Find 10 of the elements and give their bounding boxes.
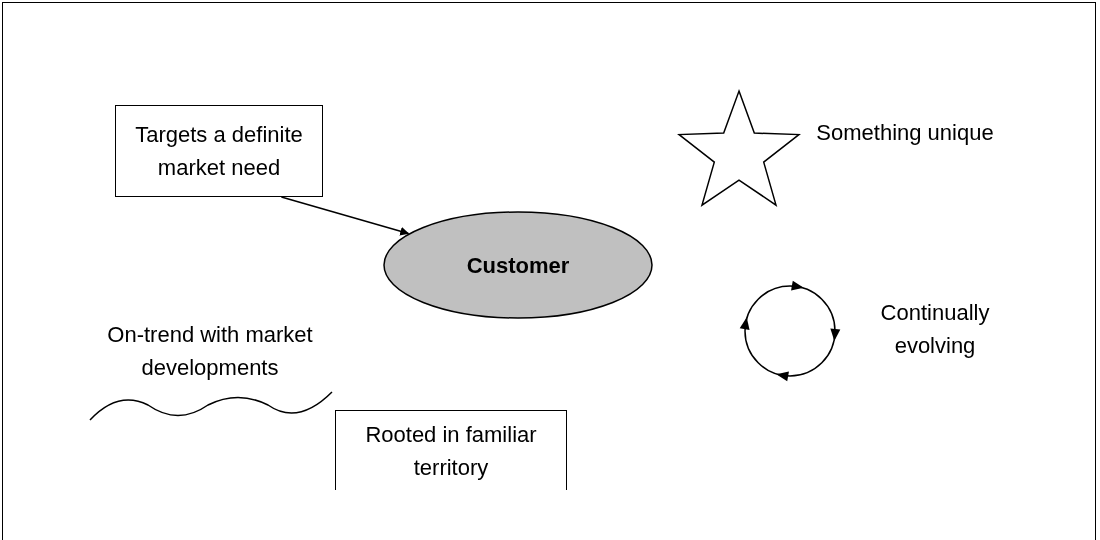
arrow	[280, 196, 410, 236]
customer-ellipse	[383, 211, 653, 319]
node-caption: On-trend with market developments	[106, 321, 314, 382]
node-text: Customer	[466, 251, 570, 280]
node-text: Targets a definite market need	[134, 121, 304, 182]
node-text: Rooted in familiar territory	[364, 420, 538, 482]
open-bracket-box	[335, 410, 567, 490]
node-caption: Something unique	[815, 119, 995, 147]
node-caption: Continually evolving	[879, 299, 991, 360]
text-box	[115, 105, 323, 197]
